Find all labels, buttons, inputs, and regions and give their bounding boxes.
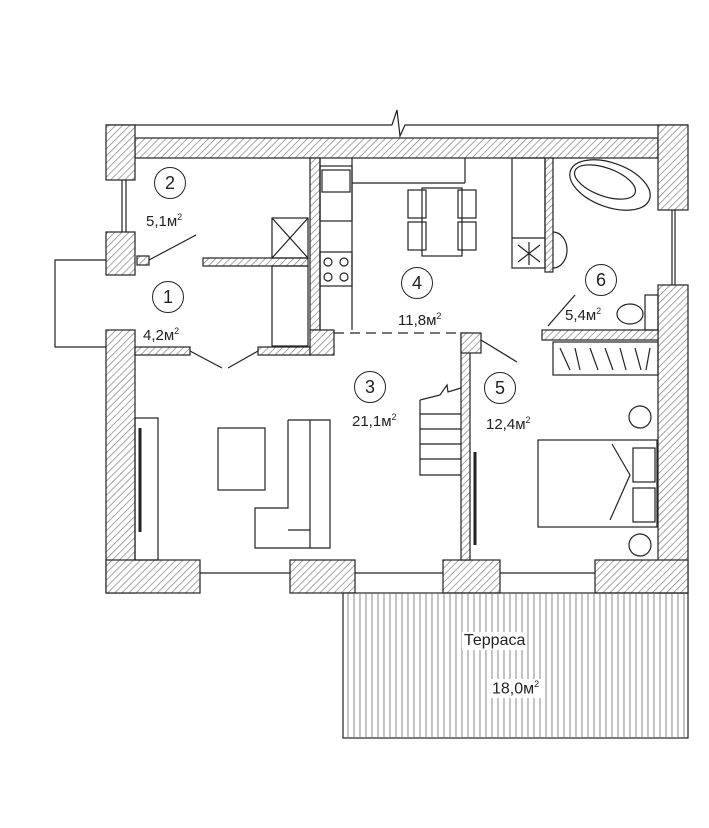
room-area-4: 11,8м2 (398, 311, 441, 329)
area-text: 4,2м (143, 327, 175, 344)
area-text: 5,1м (146, 213, 178, 230)
unit-sup: 2 (596, 306, 602, 316)
wall-bottom-2 (289, 559, 356, 594)
area-text: 21,1м (352, 413, 392, 430)
area-text: 11,8м (398, 312, 437, 329)
room-number-6: 6 (585, 264, 617, 296)
room-area-6: 5,4м2 (565, 306, 601, 324)
wall-left-bottom (105, 329, 136, 594)
wall-bottom-4 (594, 559, 689, 594)
wall-left-top (105, 124, 136, 181)
area-text: 12,4м (486, 416, 526, 433)
room-number-5: 5 (484, 372, 516, 404)
room-area-2: 5,1м2 (146, 212, 182, 230)
room-number-3: 3 (354, 371, 386, 403)
room-area-3: 21,1м2 (352, 412, 397, 430)
terrace-deck (342, 592, 689, 739)
room-area-1: 4,2м2 (143, 326, 179, 344)
wall-top (134, 137, 659, 159)
room-number-2: 2 (154, 167, 186, 199)
unit-sup: 2 (525, 415, 531, 425)
terrace-area: 18,0м2 (490, 679, 542, 699)
wall-bottom-3 (442, 559, 501, 594)
unit-sup: 2 (391, 412, 397, 422)
room-area-5: 12,4м2 (486, 415, 531, 433)
wall-right-bottom (657, 284, 689, 594)
wall-left-mid (105, 231, 136, 276)
wall-right-top (657, 124, 689, 211)
unit-sup: 2 (177, 212, 183, 222)
area-text: 18,0м (492, 680, 535, 698)
room-number-4: 4 (401, 267, 433, 299)
terrace-name: Терраса (462, 632, 528, 650)
unit-sup: 2 (436, 311, 442, 321)
room-number-1: 1 (152, 281, 184, 313)
unit-sup: 2 (174, 326, 180, 336)
unit-sup: 2 (534, 679, 540, 689)
area-text: 5,4м (565, 307, 597, 324)
wall-bottom-1 (105, 559, 201, 594)
